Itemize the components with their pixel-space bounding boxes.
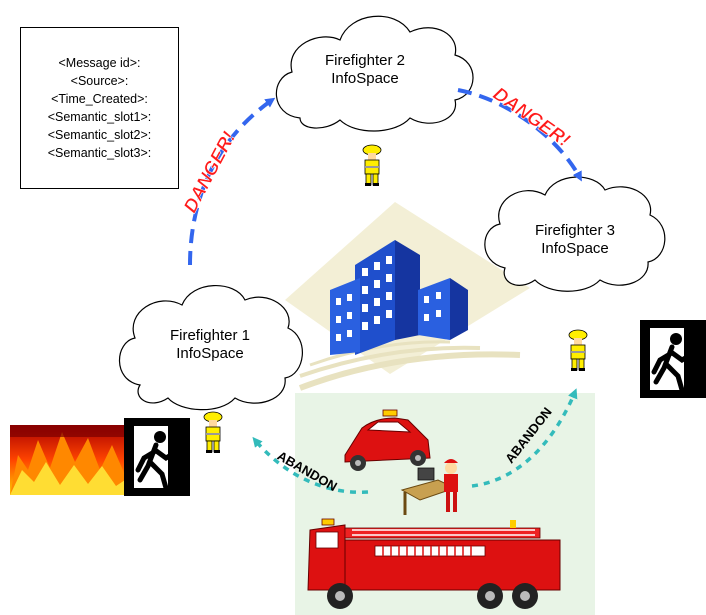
message-field-semantic-slot1: <Semantic_slot1>:	[47, 110, 152, 124]
abandon-arrow-right	[471, 388, 578, 488]
ff1-line2: InfoSpace	[176, 345, 244, 362]
ff1-line1: Firefighter 1	[169, 327, 251, 344]
fire-truck-icon	[307, 518, 561, 609]
message-field-time-created: <Time_Created>:	[51, 92, 148, 106]
message-format-box: <Message id>: <Source>: <Time_Created>: …	[20, 27, 179, 189]
ff2-line2: InfoSpace	[331, 70, 399, 87]
exit-sign-icon	[124, 418, 190, 496]
firefighter-2-infospace-cloud	[275, 15, 474, 132]
fire-car-icon	[344, 409, 431, 471]
ff3-line2: InfoSpace	[541, 240, 609, 257]
danger-arrow-right	[457, 88, 582, 182]
firefighter-icon	[362, 144, 382, 186]
ff3-line1: Firefighter 3	[534, 222, 616, 239]
firefighter-icon	[203, 411, 223, 453]
message-field-semantic-slot2: <Semantic_slot2>:	[47, 128, 152, 142]
message-field-id: <Message id>:	[58, 56, 141, 70]
firefighter-1-infospace-label: Firefighter 1 InfoSpace	[140, 327, 280, 363]
danger-label-left: DANGER!	[180, 128, 240, 216]
danger-arrow-left	[188, 97, 276, 266]
firefighter-icon	[568, 329, 588, 371]
danger-label-right: DANGER!	[489, 83, 574, 151]
commander-at-computer-icon	[400, 459, 458, 515]
firefighter-3-infospace-label: Firefighter 3 InfoSpace	[505, 222, 645, 258]
firefighter-1-infospace-cloud	[118, 285, 303, 411]
firefighter-3-infospace-cloud	[484, 176, 666, 292]
building-icon	[285, 202, 530, 391]
ff2-line1: Firefighter 2	[324, 52, 406, 69]
message-field-semantic-slot3: <Semantic_slot3>:	[47, 146, 152, 160]
abandon-arrow-left	[252, 436, 369, 494]
exit-sign-icon	[640, 320, 706, 398]
fire-icon	[10, 425, 125, 495]
message-field-source: <Source>:	[70, 74, 129, 88]
firefighter-2-infospace-label: Firefighter 2 InfoSpace	[295, 52, 435, 88]
